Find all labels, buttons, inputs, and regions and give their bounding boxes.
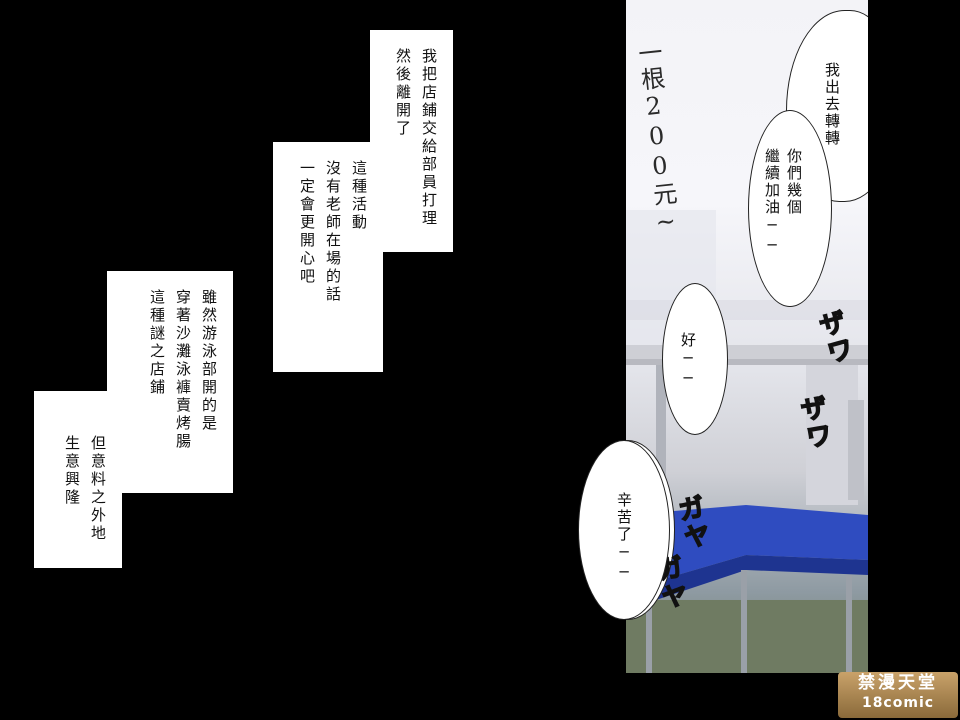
speech-bubble-keep-it-up <box>748 110 832 307</box>
caption-3-line-1: 雖然游泳部開的是 <box>200 289 218 433</box>
caption-4-line-2: 生意興隆 <box>63 435 81 507</box>
caption-1-line-2: 然後離開了 <box>394 48 412 138</box>
caption-2-line-3: 一定會更開心吧 <box>298 160 316 286</box>
caption-box-4: 但意料之外地 生意興隆 <box>34 391 122 568</box>
speech-bubble-ok <box>662 283 728 435</box>
caption-2-line-2: 沒有老師在場的話 <box>324 160 342 304</box>
bubble-thanks-text: 辛苦了── <box>615 492 633 583</box>
speech-bubble-thanks-outer <box>578 440 670 620</box>
caption-1-line-1: 我把店鋪交給部員打理 <box>420 48 438 228</box>
caption-3-line-3: 這種謎之店鋪 <box>148 289 166 397</box>
bubble-go-out-text: 我出去轉轉 <box>823 62 841 147</box>
watermark-logo: 禁漫天堂 18comic <box>838 672 958 718</box>
caption-2-line-1: 這種活動 <box>350 160 368 232</box>
bubble-keep-it-up-line-2: 繼續加油── <box>763 148 781 256</box>
caption-box-3: 雖然游泳部開的是 穿著沙灘泳褲賣烤腸 這種謎之店鋪 <box>107 271 233 493</box>
caption-3-line-2: 穿著沙灘泳褲賣烤腸 <box>174 289 192 451</box>
bubble-keep-it-up-line-1: 你們幾個 <box>785 148 803 216</box>
caption-box-1: 我把店鋪交給部員打理 然後離開了 <box>370 30 453 252</box>
manga-panel: 我出去轉轉 你們幾個 繼續加油── 好── ザワ ザワ ガヤ ガヤ <box>626 0 868 673</box>
watermark-line-2: 18comic <box>861 695 935 711</box>
caption-box-2: 這種活動 沒有老師在場的話 一定會更開心吧 <box>273 142 383 372</box>
caption-4-line-1: 但意料之外地 <box>89 435 107 543</box>
watermark-line-1: 禁漫天堂 <box>858 673 938 693</box>
bubble-ok-text: 好── <box>679 332 697 389</box>
